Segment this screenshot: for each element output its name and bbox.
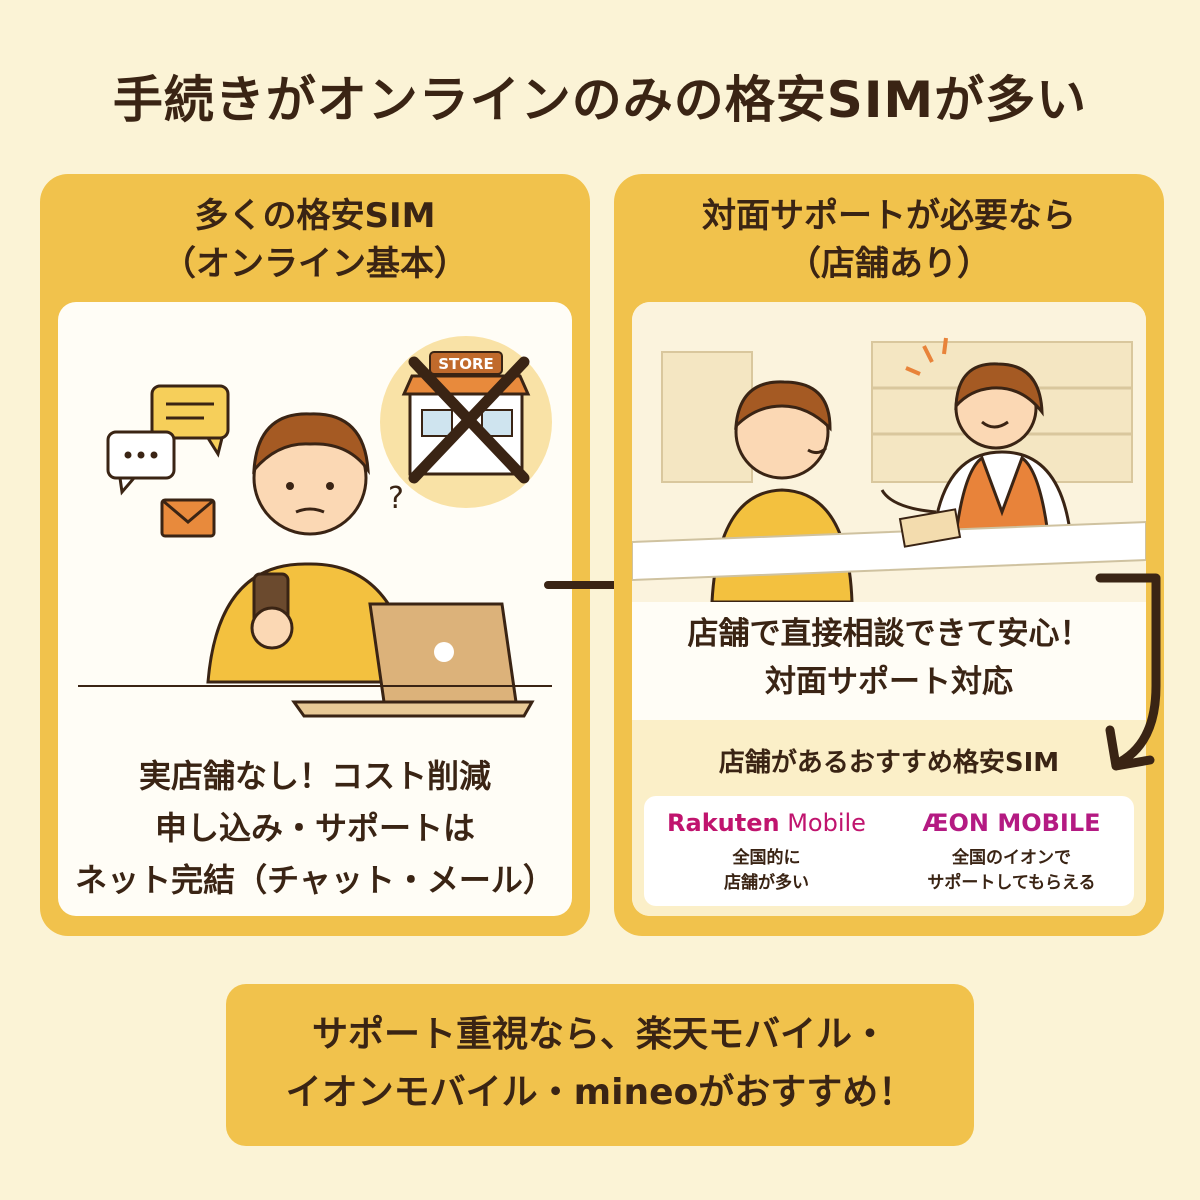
online-sim-heading-line2: （オンライン基本） [162,244,468,284]
store-sim-heading-line1: 対面サポートが必要なら [702,196,1076,236]
store-sim-heading: 対面サポートが必要なら （店舗あり） [614,192,1164,288]
recommendation-text: サポート重視なら、楽天モバイル・ イオンモバイル・mineoがおすすめ！ [226,1006,974,1122]
online-sim-caption: 実店舗なし！コスト削減 申し込み・サポートは ネット完結（チャット・メール） [58,750,572,906]
online-caption-line2: 申し込み・サポートは [154,809,475,847]
recommendation-banner: サポート重視なら、楽天モバイル・ イオンモバイル・mineoがおすすめ！ [226,984,974,1146]
typing-bubble-icon [106,430,176,496]
store-sim-caption: 店舗で直接相談できて安心！ 対面サポート対応 [632,610,1146,706]
laptop-icon [291,602,535,718]
recommended-sim-section: 店舗があるおすすめ格安SIM Rakuten Mobile 全国的に 店舗が多い… [632,720,1146,916]
question-mark: ? [388,481,404,516]
store-sim-heading-line2: （店舗あり） [787,244,991,284]
online-sim-panel: 多くの格安SIM （オンライン基本） [40,174,590,936]
store-counter-illustration [632,302,1146,602]
online-caption-line1: 実店舗なし！コスト削減 [138,757,491,795]
brand-rakuten: Rakuten Mobile 全国的に 店舗が多い [644,806,889,896]
store-caption-line2: 対面サポート対応 [765,664,1013,700]
mail-icon [160,498,216,538]
rakuten-mobile-logo: Rakuten Mobile [667,809,866,837]
staff-figure [880,337,1074,554]
store-caption-line1: 店舗で直接相談できて安心！ [687,616,1091,652]
confused-person-figure: ? [206,412,416,684]
recommendation-line2: イオンモバイル・mineoがおすすめ！ [285,1072,915,1113]
aeon-note: 全国のイオンで サポートしてもらえる [927,848,1096,893]
recommendation-line1: サポート重視なら、楽天モバイル・ [311,1014,888,1055]
online-sim-heading: 多くの格安SIM （オンライン基本） [40,192,590,288]
online-user-illustration: STORE ? [78,336,552,718]
chat-bubble-icon [150,384,230,458]
brand-list: Rakuten Mobile 全国的に 店舗が多い ÆON MOBILE 全国の… [644,796,1134,906]
brand-aeon: ÆON MOBILE 全国のイオンで サポートしてもらえる [889,806,1134,896]
online-sim-card: STORE ? [58,302,572,916]
rakuten-note: 全国的に 店舗が多い [724,848,809,893]
store-sign-text: STORE [438,355,494,373]
recommended-sim-title: 店舗があるおすすめ格安SIM [718,748,1060,778]
aeon-mobile-logo: ÆON MOBILE [922,809,1101,837]
online-caption-line3: ネット完結（チャット・メール） [75,861,555,899]
curved-down-arrow-icon [1095,573,1161,771]
store-crossed-icon: STORE [380,336,552,508]
online-sim-heading-line1: 多くの格安SIM [194,196,436,236]
page-title: 手続きがオンラインのみの格安SIMが多い [112,71,1088,129]
store-sim-card: 店舗で直接相談できて安心！ 対面サポート対応 店舗があるおすすめ格安SIM Ra… [632,302,1146,916]
store-sim-panel: 対面サポートが必要なら （店舗あり） [614,174,1164,936]
